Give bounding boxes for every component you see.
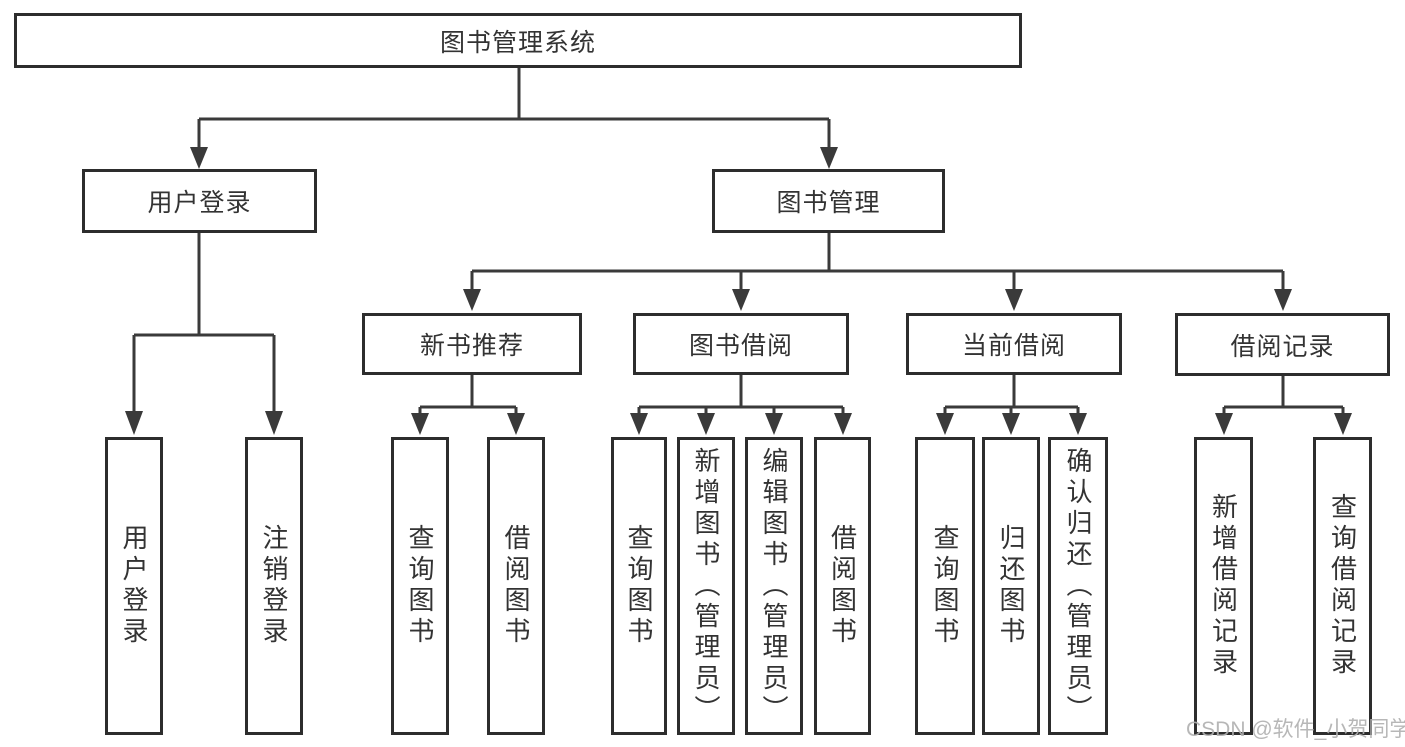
- connector-root: [197, 68, 831, 150]
- leaf-add-borrow-record-label: 新增借阅记录: [1208, 493, 1239, 679]
- csdn-watermark: CSDN @软件_小贺同学: [1186, 718, 1405, 741]
- node-new-book-recommend: 新书推荐: [362, 313, 582, 375]
- node-root-label: 图书管理系统: [439, 28, 596, 57]
- arrow-icon: [697, 413, 715, 435]
- arrow-icon: [463, 289, 481, 311]
- connector-current-borrow: [943, 375, 1080, 417]
- leaf-edit-book-admin: 编辑图书（管理员）: [745, 437, 803, 735]
- leaf-confirm-return-admin-label: 确认归还（管理员）: [1063, 446, 1093, 726]
- node-borrow-records: 借阅记录: [1175, 313, 1390, 376]
- leaf-return-book-label: 归还图书: [996, 524, 1026, 648]
- leaf-borrow-books-1: 借阅图书: [487, 437, 545, 735]
- node-user-login: 用户登录: [82, 169, 317, 233]
- arrow-icon: [765, 413, 783, 435]
- node-book-management: 图书管理: [712, 169, 945, 233]
- leaf-query-books-3: 查询图书: [915, 437, 975, 735]
- arrow-icon: [125, 411, 143, 435]
- arrow-icon: [820, 147, 838, 169]
- node-borrow-records-label: 借阅记录: [1230, 332, 1335, 361]
- connector-new-book: [418, 375, 518, 417]
- leaf-confirm-return-admin: 确认归还（管理员）: [1048, 437, 1108, 735]
- arrow-icon: [507, 413, 525, 435]
- leaf-logout: 注销登录: [245, 437, 303, 735]
- leaf-user-login: 用户登录: [105, 437, 163, 735]
- leaf-query-borrow-record: 查询借阅记录: [1313, 437, 1372, 735]
- connector-book-borrow: [637, 375, 845, 417]
- node-new-book-recommend-label: 新书推荐: [419, 332, 524, 360]
- leaf-query-books-3-label: 查询图书: [930, 524, 960, 648]
- node-user-login-label: 用户登录: [147, 189, 252, 217]
- leaf-borrow-books-1-label: 借阅图书: [501, 524, 531, 648]
- arrow-icon: [630, 413, 648, 435]
- leaf-query-books-2: 查询图书: [611, 437, 667, 735]
- leaf-add-borrow-record: 新增借阅记录: [1194, 437, 1253, 735]
- leaf-borrow-books-2: 借阅图书: [814, 437, 871, 735]
- connector-user-login: [132, 233, 276, 414]
- node-book-borrow-label: 图书借阅: [688, 332, 793, 360]
- leaf-query-books-1: 查询图书: [391, 437, 449, 735]
- node-book-borrow: 图书借阅: [633, 313, 849, 375]
- leaf-query-books-2-label: 查询图书: [624, 524, 654, 648]
- node-root: 图书管理系统: [14, 13, 1022, 68]
- arrow-icon: [1215, 413, 1233, 435]
- leaf-query-borrow-record-label: 查询借阅记录: [1327, 493, 1358, 679]
- arrowheads: [125, 147, 1352, 435]
- node-current-borrow: 当前借阅: [906, 313, 1122, 375]
- arrow-icon: [1274, 289, 1292, 311]
- leaf-add-book-admin: 新增图书（管理员）: [677, 437, 735, 735]
- node-current-borrow-label: 当前借阅: [961, 332, 1066, 360]
- arrow-icon: [411, 413, 429, 435]
- leaf-user-login-label: 用户登录: [119, 524, 149, 648]
- leaf-borrow-books-2-label: 借阅图书: [827, 524, 858, 648]
- arrow-icon: [190, 147, 208, 169]
- connector-book-management: [470, 233, 1285, 292]
- leaf-add-book-admin-label: 新增图书（管理员）: [691, 446, 721, 726]
- connector-strokes: [132, 68, 1345, 417]
- arrow-icon: [1002, 413, 1020, 435]
- node-book-management-label: 图书管理: [776, 189, 881, 217]
- leaf-return-book: 归还图书: [982, 437, 1040, 735]
- leaf-logout-label: 注销登录: [259, 524, 289, 648]
- arrow-icon: [834, 413, 852, 435]
- arrow-icon: [732, 289, 750, 311]
- leaf-edit-book-admin-label: 编辑图书（管理员）: [759, 446, 789, 726]
- connector-borrow-records: [1222, 375, 1345, 417]
- leaf-query-books-1-label: 查询图书: [405, 524, 435, 648]
- arrow-icon: [1069, 413, 1087, 435]
- arrow-icon: [936, 413, 954, 435]
- arrow-icon: [265, 411, 283, 435]
- arrow-icon: [1334, 413, 1352, 435]
- arrow-icon: [1005, 289, 1023, 311]
